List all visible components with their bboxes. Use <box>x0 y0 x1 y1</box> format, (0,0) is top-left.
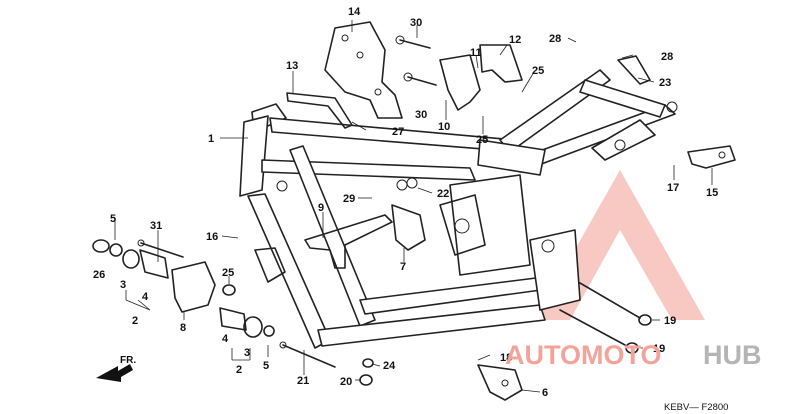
front-direction-label: FR. <box>120 355 136 366</box>
bracket-7 <box>391 204 426 251</box>
callout-19-upper: 19 <box>664 315 676 327</box>
bracket-15 <box>687 145 736 169</box>
callout-10: 10 <box>438 121 450 133</box>
callout-4-left: 4 <box>142 291 149 303</box>
callout-31: 31 <box>150 220 162 232</box>
callout-23: 23 <box>659 77 671 89</box>
mount-group-center <box>219 284 336 368</box>
callout-11: 11 <box>470 47 482 59</box>
callout-30-mid: 30 <box>415 109 427 121</box>
watermark-text: AUTOMOTO HUB <box>505 340 762 370</box>
watermark-part1: AUTOMOTO <box>505 340 662 370</box>
callout-25-low: 25 <box>222 267 234 279</box>
callout-1: 1 <box>208 133 214 145</box>
diagram-code: KEBV— F2800 <box>664 402 728 413</box>
callout-4-center: 4 <box>222 333 229 345</box>
callout-3-left: 3 <box>120 279 126 291</box>
bracket-14 <box>324 21 403 119</box>
callout-3-center: 3 <box>244 347 250 359</box>
callout-29: 29 <box>343 193 355 205</box>
callout-16: 16 <box>206 231 218 243</box>
callout-30-top: 30 <box>410 17 422 29</box>
bolt-30-mid <box>403 72 437 86</box>
bracket-16 <box>254 247 286 283</box>
callout-25-mid: 25 <box>476 134 488 146</box>
callout-22: 22 <box>437 188 449 200</box>
callout-27: 27 <box>392 126 404 138</box>
watermark-part2: HUB <box>703 340 762 370</box>
nut-20-24 <box>359 358 374 386</box>
callout-7: 7 <box>400 261 406 273</box>
callout-8: 8 <box>180 322 186 334</box>
bolt-30-top <box>395 35 431 49</box>
long-bolts-19 <box>559 282 652 354</box>
callout-2-left: 2 <box>132 315 138 327</box>
callout-28-left: 28 <box>549 33 561 45</box>
main-frame <box>239 69 678 349</box>
callout-24: 24 <box>383 360 396 372</box>
callout-18: 18 <box>500 352 512 364</box>
callout-28-right: 28 <box>661 51 673 63</box>
bracket-10 <box>439 54 481 111</box>
callout-13: 13 <box>286 60 298 72</box>
bracket-6 <box>477 364 523 401</box>
bracket-9 <box>304 214 393 269</box>
callout-14: 14 <box>348 6 361 18</box>
callout-9: 9 <box>318 202 324 214</box>
callout-5-center: 5 <box>263 360 269 372</box>
callout-21: 21 <box>297 375 309 387</box>
callout-15: 15 <box>706 187 718 199</box>
bracket-12 <box>479 44 523 83</box>
callout-6: 6 <box>542 387 548 399</box>
callout-19-lower: 19 <box>653 343 665 355</box>
callout-26: 26 <box>93 269 105 281</box>
callout-20: 20 <box>340 376 352 388</box>
callout-12: 12 <box>509 34 521 46</box>
callout-25-top: 25 <box>532 65 544 77</box>
front-direction-arrow: FR. <box>96 355 136 382</box>
bracket-23 <box>617 55 651 85</box>
callout-5-left: 5 <box>110 213 116 225</box>
bracket-13 <box>286 92 353 129</box>
callout-17: 17 <box>667 182 679 194</box>
callout-2-center: 2 <box>236 364 242 376</box>
leader-lines <box>114 20 713 393</box>
callout-labels: 14 30 12 28 28 23 11 13 25 30 10 27 25 1… <box>93 6 718 399</box>
mount-group-left <box>92 239 216 313</box>
